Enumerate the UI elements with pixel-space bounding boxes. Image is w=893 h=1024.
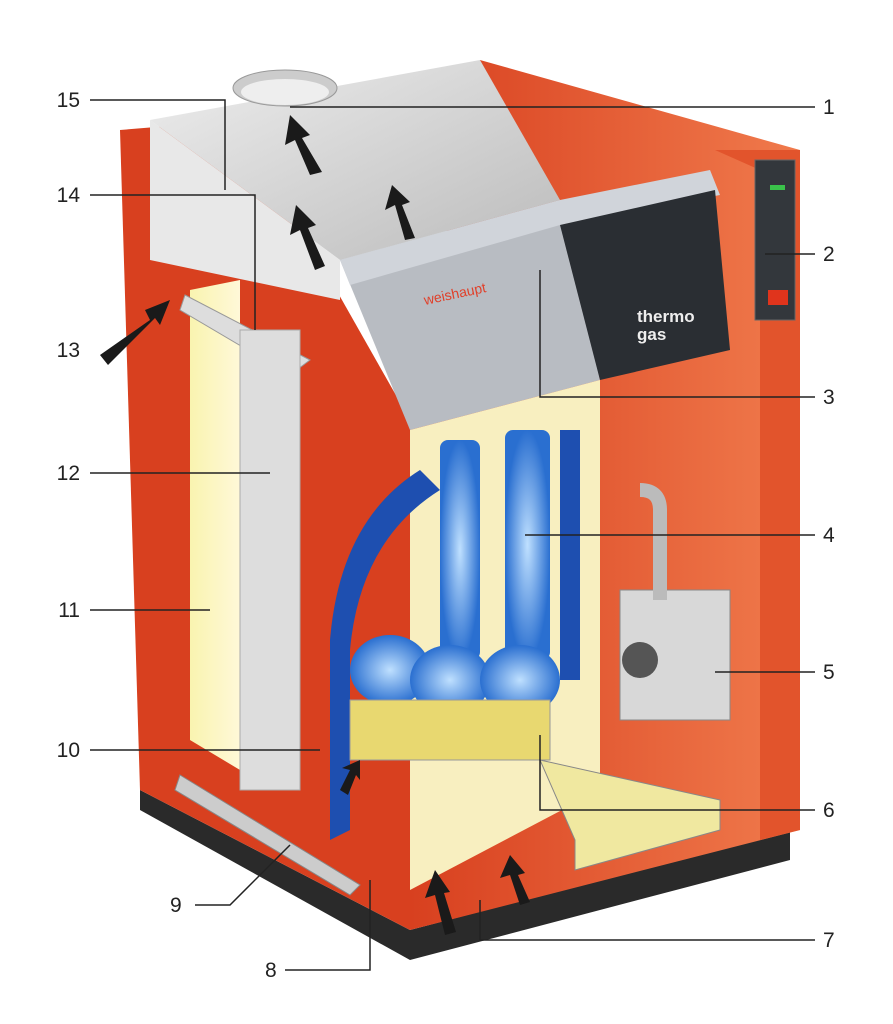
heat-exchanger-fins — [350, 430, 580, 715]
callout-11: 11 — [58, 599, 80, 622]
callout-5: 5 — [823, 661, 835, 684]
leader-lines — [90, 99, 815, 971]
control-panel — [560, 190, 730, 380]
power-switch — [768, 290, 788, 305]
callout-2: 2 — [823, 243, 835, 266]
callout-6: 6 — [823, 799, 835, 822]
callout-9: 9 — [170, 894, 182, 917]
burner-tube — [349, 699, 551, 761]
boiler-top-cover — [150, 60, 560, 260]
callout-13: 13 — [56, 339, 80, 362]
product-label-line2: gas — [637, 325, 666, 344]
callout-4: 4 — [823, 524, 835, 547]
callout-14: 14 — [56, 184, 80, 207]
callout-7: 7 — [823, 929, 835, 952]
callout-3: 3 — [823, 386, 835, 409]
callout-8: 8 — [265, 959, 277, 982]
airflow-arrows — [100, 115, 530, 935]
callout-10: 10 — [56, 739, 80, 762]
status-led — [770, 185, 785, 190]
return-header — [239, 329, 301, 791]
callout-15: 15 — [56, 89, 80, 112]
boiler-base — [140, 790, 790, 960]
gas-manifold — [539, 759, 721, 871]
callout-12: 12 — [56, 462, 80, 485]
product-label-line1: thermo — [637, 307, 695, 326]
callout-1: 1 — [823, 96, 835, 119]
drain-pipe — [174, 774, 361, 896]
water-jacket — [330, 470, 440, 840]
